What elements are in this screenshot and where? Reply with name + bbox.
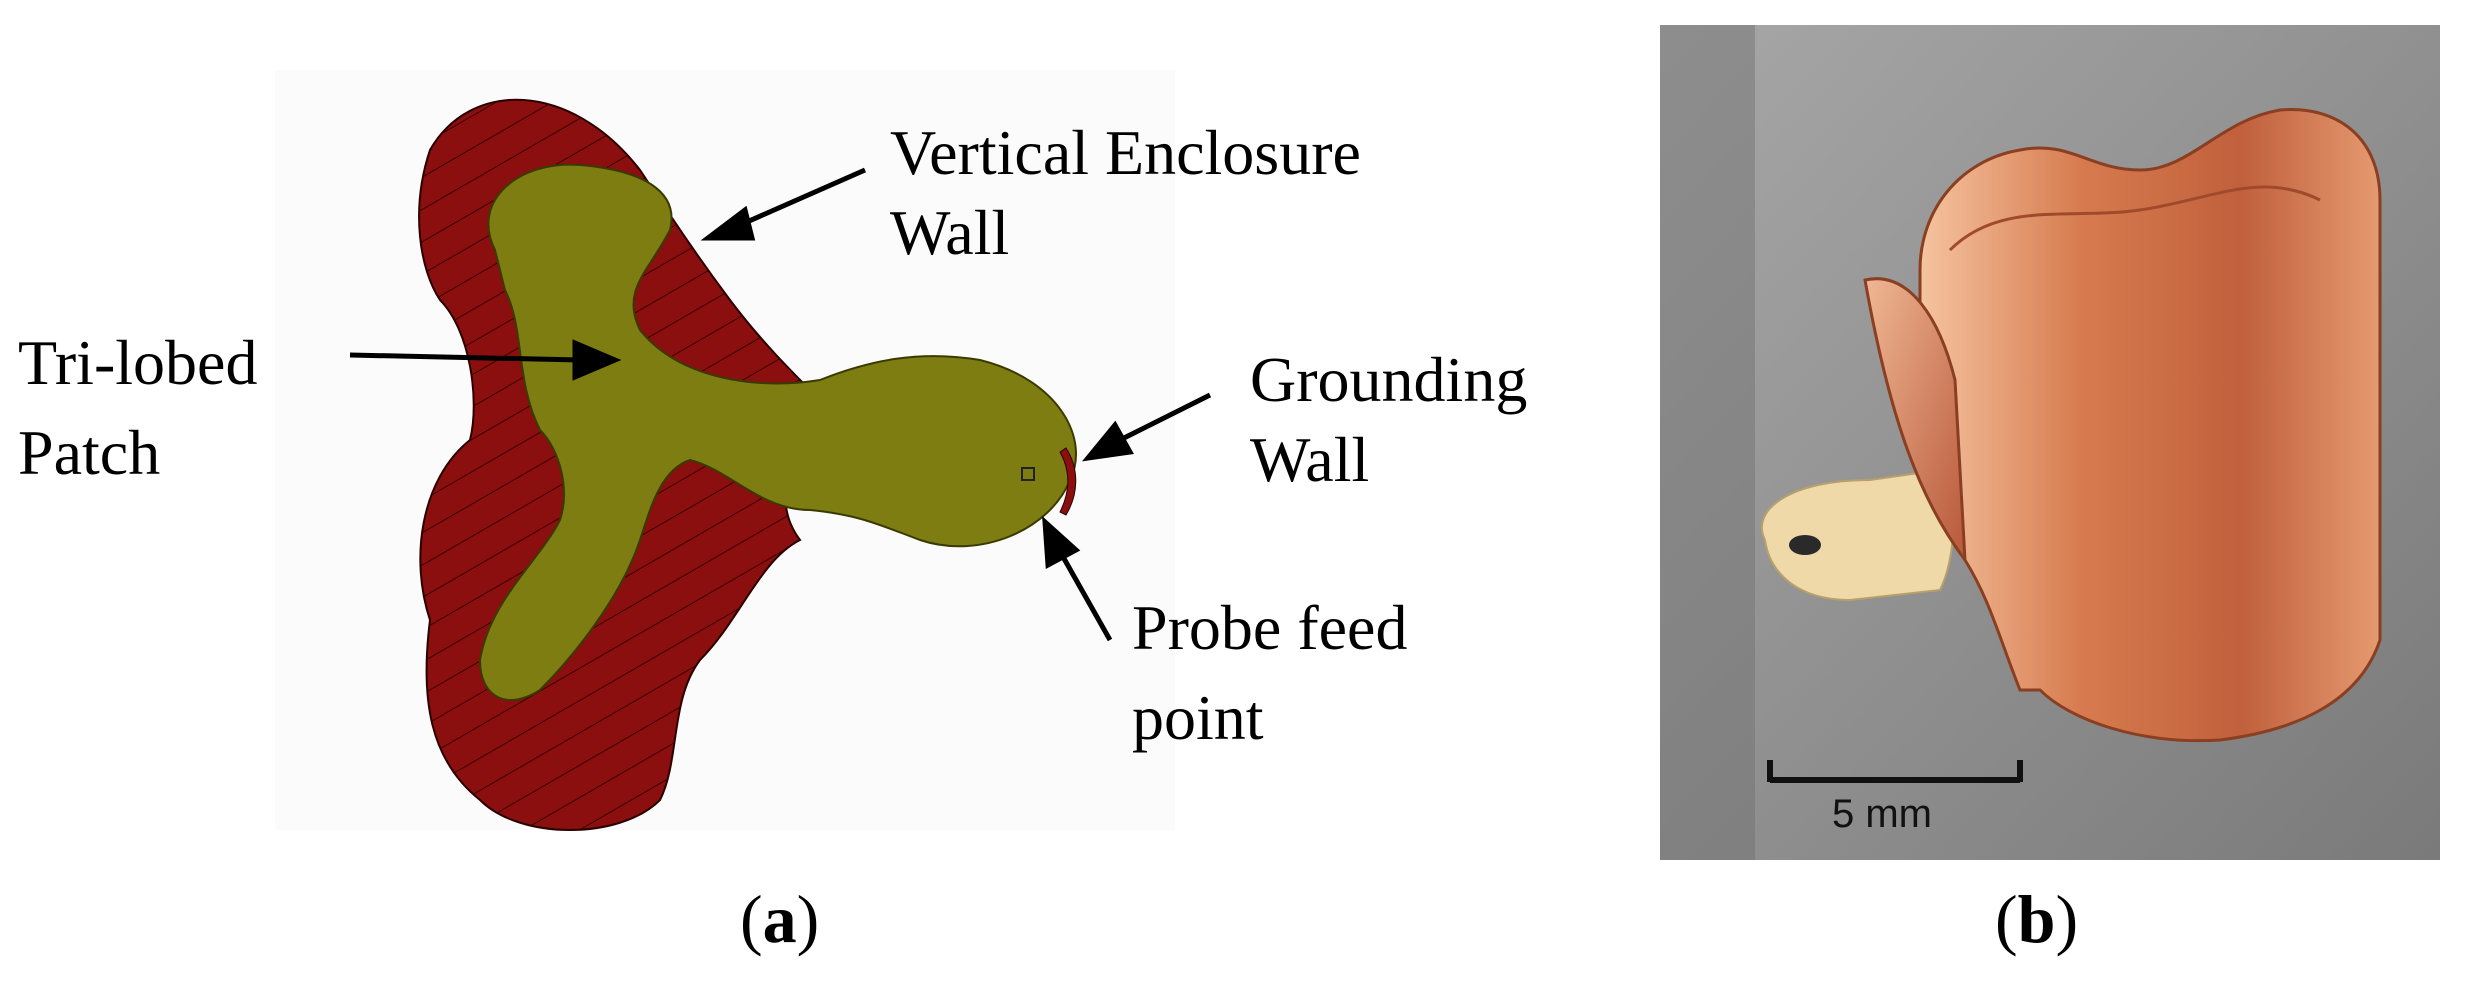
label-vertical-enclosure-line2: Wall	[890, 197, 1010, 268]
label-tri-lobed-line2: Patch	[18, 417, 161, 488]
fabricated-antenna-photo	[1660, 25, 2440, 860]
arrow-enclosure-head	[700, 205, 756, 241]
pointer-arrows	[349, 167, 1212, 642]
caption-b-letter: b	[2017, 881, 2056, 957]
pad-hole	[1789, 535, 1821, 555]
label-grounding-line2: Wall	[1250, 424, 1370, 495]
copper-enclosure-wall	[1918, 108, 2382, 743]
arrow-enclosure	[738, 167, 867, 228]
label-grounding-line1: Grounding	[1250, 344, 1528, 415]
photo-shadow-strip	[1660, 25, 1755, 860]
arrow-patch-head	[572, 339, 622, 381]
label-probe-feed-line2: point	[1132, 682, 1264, 753]
copper-inner-edge	[1948, 185, 2321, 252]
probe-feed-point-marker	[1021, 467, 1035, 481]
caption-a-close: )	[796, 881, 820, 957]
label-tri-lobed-line1: Tri-lobed	[18, 327, 258, 398]
tri-lobed-patch	[478, 163, 1077, 701]
grounding-flap	[1863, 277, 1967, 565]
label-vertical-enclosure-line1: Vertical Enclosure	[890, 117, 1361, 188]
caption-a-open: (	[740, 881, 763, 957]
panel-b-photo: 5 mm (b)	[1620, 0, 2475, 990]
arrow-probe-head	[1042, 515, 1081, 570]
panel-a-schematic: Vertical Enclosure Wall Tri-lobed Patch …	[18, 98, 1528, 959]
arrow-probe	[1059, 553, 1113, 642]
caption-a-letter: a	[762, 881, 797, 957]
arrow-grounding-head	[1082, 420, 1134, 462]
grounding-wall	[1059, 447, 1077, 516]
scale-bar	[1767, 760, 2023, 783]
caption-a: (a)	[740, 880, 819, 959]
caption-b: (b)	[1995, 880, 2078, 959]
arrow-grounding	[1118, 392, 1212, 443]
arrow-patch	[349, 352, 581, 363]
label-probe-feed-line1: Probe feed	[1132, 592, 1408, 663]
tri-lobed-antenna-diagram	[349, 98, 1212, 831]
caption-b-close: )	[2055, 881, 2079, 957]
caption-b-open: (	[1995, 881, 2018, 957]
scale-bar-label: 5 mm	[1832, 792, 1932, 836]
